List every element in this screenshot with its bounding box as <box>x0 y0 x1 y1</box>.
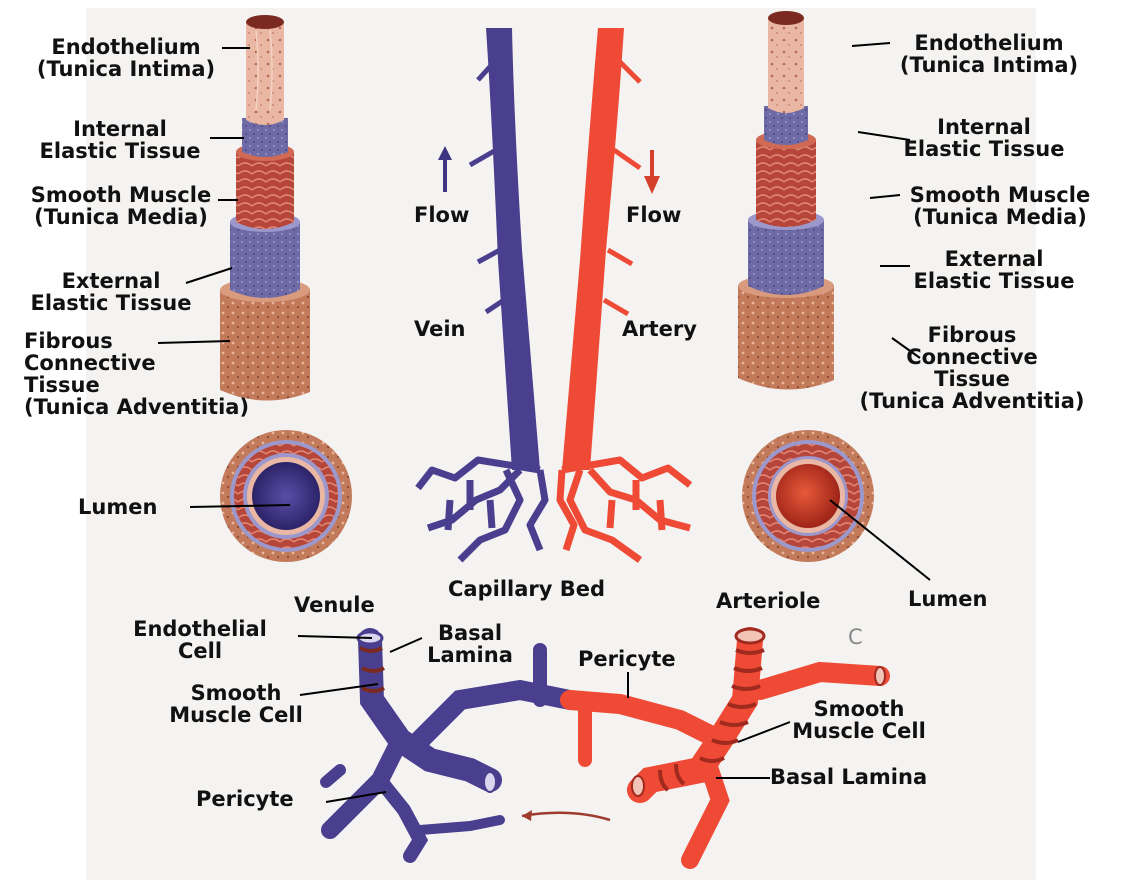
label-internal-elastic-left: Internal Elastic Tissue <box>28 118 212 162</box>
label-vein: Vein <box>414 318 494 340</box>
vein-cross-section <box>220 430 352 562</box>
label-smooth-muscle-cell-right: Smooth Muscle Cell <box>774 698 944 742</box>
label-external-elastic-left: External Elastic Tissue <box>22 270 200 314</box>
label-endothelium-left: Endothelium (Tunica Intima) <box>32 36 220 80</box>
label-flow-vein: Flow <box>414 204 484 226</box>
label-fibrous-left: Fibrous Connective Tissue (Tunica Advent… <box>24 330 274 418</box>
artery-cross-section <box>742 430 874 562</box>
label-venule: Venule <box>294 594 404 616</box>
label-fibrous-right: Fibrous Connective Tissue (Tunica Advent… <box>846 324 1098 412</box>
label-artery: Artery <box>622 318 722 340</box>
label-smooth-muscle-right: Smooth Muscle (Tunica Media) <box>900 184 1100 228</box>
label-endothelial-cell: Endothelial Cell <box>112 618 288 662</box>
label-internal-elastic-right: Internal Elastic Tissue <box>894 116 1074 160</box>
label-basal-lamina-right: Basal Lamina <box>770 766 974 788</box>
label-smooth-muscle-cell-left: Smooth Muscle Cell <box>146 682 326 726</box>
label-smooth-muscle-left: Smooth Muscle (Tunica Media) <box>22 184 220 228</box>
label-endothelium-right: Endothelium (Tunica Intima) <box>886 32 1092 76</box>
label-lumen-right: Lumen <box>908 588 1018 610</box>
label-basal-lamina-left: Basal Lamina <box>410 622 530 666</box>
label-external-elastic-right: External Elastic Tissue <box>904 248 1084 292</box>
label-lumen-left: Lumen <box>78 496 188 518</box>
label-capillary-bed: Capillary Bed <box>448 578 648 600</box>
label-pericyte-top: Pericyte <box>578 648 708 670</box>
label-pericyte-left: Pericyte <box>196 788 326 810</box>
label-flow-artery: Flow <box>626 204 696 226</box>
corner-mark: C <box>848 626 872 648</box>
label-arteriole: Arteriole <box>716 590 856 612</box>
